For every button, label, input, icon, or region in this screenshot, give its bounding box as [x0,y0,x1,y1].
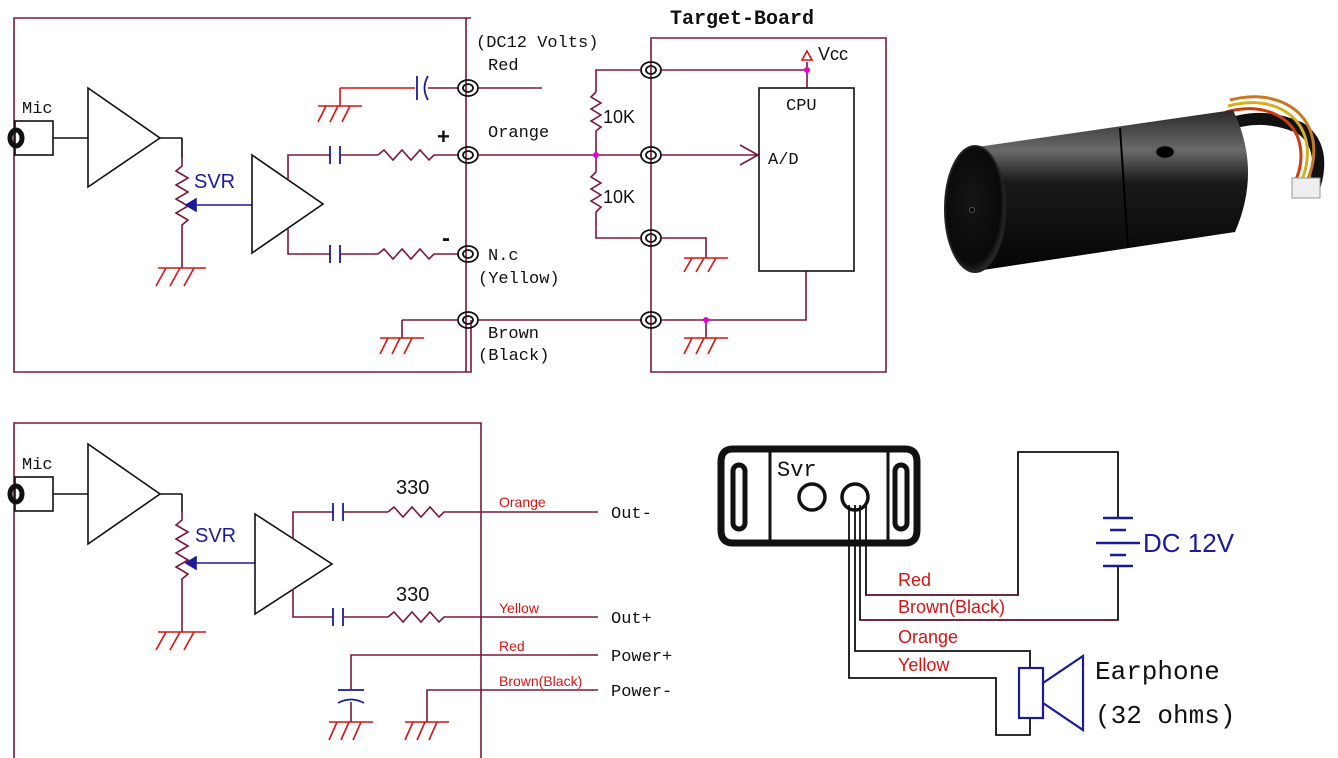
ground-icon [155,267,206,287]
resistor-10k-label-1: 10K [603,107,635,127]
earphone-icon [1017,653,1085,733]
svr-potentiometer [174,158,190,268]
orange-wire-label: Orange [499,494,546,510]
svr-pot-icon [797,482,827,512]
vcc-arrow-icon [800,49,814,61]
yellow-wire-label: Yellow [499,600,540,616]
resistor-330-label-1: 330 [396,477,429,499]
brown-wire-label: Brown [488,325,539,344]
orange-wire-label: Orange [488,124,549,143]
target-board-box [650,37,887,373]
wiring-diagram [717,445,1140,736]
connector-icon [457,79,479,329]
top-module-box [13,17,472,373]
red-wire-label: Red [499,638,525,654]
input-arrow-icon [739,144,760,166]
resistor-icon [387,505,598,519]
earphone-label: Earphone [1095,657,1220,687]
microphone-module-photo [944,95,1325,273]
vcc-label: Vcc [818,44,848,64]
svr-label: SVR [194,171,235,193]
cpu-label: CPU [786,97,817,116]
ground-icon [379,337,424,355]
junction-dot [593,152,599,158]
junction-dot [804,67,810,73]
ground-icon [328,721,373,741]
svr-wiper-arrow [184,197,197,213]
orange-wire-label: Orange [898,627,958,647]
nc-label: N.c [488,247,519,266]
ground-icon [404,721,449,741]
resistor-330-label-2: 330 [396,584,429,606]
capacitor-icon [329,146,341,263]
top-schematic [7,17,887,373]
ground-icon [683,257,728,273]
plus-label: + [437,124,450,149]
minus-label: - [442,225,450,252]
ad-label: A/D [768,151,799,170]
resistor-icon [387,610,598,624]
bottom-schematic [7,422,598,758]
target-board-title: Target-Board [670,8,814,31]
brown-wire-label: Brown(Black) [898,597,1005,617]
electrolytic-capacitor-icon [416,75,429,101]
mount-slot-left [730,462,748,532]
cpu-box [758,87,855,272]
resistor-10k-label-2: 10K [603,187,635,207]
power-minus-label: Power- [611,683,672,702]
svr-board-outline [717,445,921,547]
ohms-label: (32 ohms) [1095,701,1235,731]
battery-label: DC 12V [1143,528,1235,558]
power-plus-label: Power+ [611,648,672,667]
svr-label: SVR [195,525,236,547]
mic-icon [7,127,25,149]
out-plus-label: Out+ [611,610,652,629]
amplifier-1-symbol [87,86,162,189]
red-wire-label: Red [898,570,931,590]
mic-label: Mic [22,456,53,475]
battery-icon [1096,516,1140,568]
ground-icon [683,337,728,355]
capacitor-icon [332,503,344,626]
red-wire-label: Red [488,57,519,76]
ground-icon [155,631,206,651]
yellow-wire-label: Yellow [898,655,950,675]
resistor-icon [377,247,459,261]
mic-label: Mic [22,100,53,119]
yellow-wire-label: (Yellow) [478,270,560,289]
junction-dot [703,317,709,323]
bottom-module-box [13,422,482,758]
resistor-icon [377,148,459,162]
electrolytic-capacitor-icon [337,689,365,704]
mic-icon [7,483,25,505]
amplifier-1-symbol [87,442,162,546]
resistor-icon [589,91,603,155]
ground-icon [317,105,362,123]
out-minus-label: Out- [611,505,652,524]
brown-wire-label: Brown(Black) [499,673,582,689]
black-wire-label: (Black) [478,347,549,366]
svr-potentiometer [174,512,190,632]
amplifier-2-symbol [251,153,325,255]
svr-board-label: Svr [777,458,817,483]
mount-slot-right [892,462,910,532]
dc12-label: (DC12 Volts) [476,34,598,53]
resistor-icon [589,155,641,239]
